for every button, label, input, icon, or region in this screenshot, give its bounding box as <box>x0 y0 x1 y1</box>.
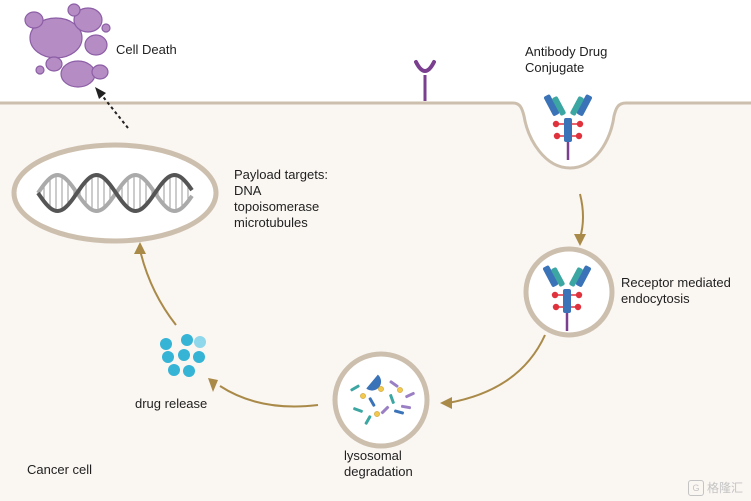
dna-helix-icon <box>36 172 194 214</box>
dead-cell-icon <box>24 3 111 88</box>
lysosome-fragments <box>350 374 415 425</box>
antibody-drug-conjugate-icon <box>543 265 591 331</box>
antibody-drug-conjugate-icon <box>544 94 592 160</box>
arrow-icon <box>134 242 177 326</box>
arrow-icon <box>95 87 129 129</box>
watermark-logo: G 格隆汇 <box>687 479 743 496</box>
watermark-logo-box: G <box>687 479 704 496</box>
drug-release-label: drug release <box>135 396 208 411</box>
cell-death-label: Cell Death <box>116 42 177 57</box>
arrow-icon <box>208 378 319 408</box>
watermark-text: 格隆汇 <box>706 481 743 495</box>
cell-membrane <box>0 101 751 170</box>
drug-molecule-icon <box>160 334 206 377</box>
receptor-icon <box>414 60 436 101</box>
adc-label: Antibody Drug Conjugate <box>525 44 608 75</box>
arrow-icon <box>574 193 586 246</box>
lysosome-icon <box>332 351 430 449</box>
lysosomal-degradation-label: lysosomal degradation <box>344 448 413 479</box>
cancer-cell-label: Cancer cell <box>27 462 93 477</box>
arrow-icon <box>440 334 546 409</box>
payload-targets-label: Payload targets: DNA topoisomerase micro… <box>234 167 328 230</box>
receptor-endocytosis-label: Receptor mediated endocytosis <box>621 275 731 306</box>
